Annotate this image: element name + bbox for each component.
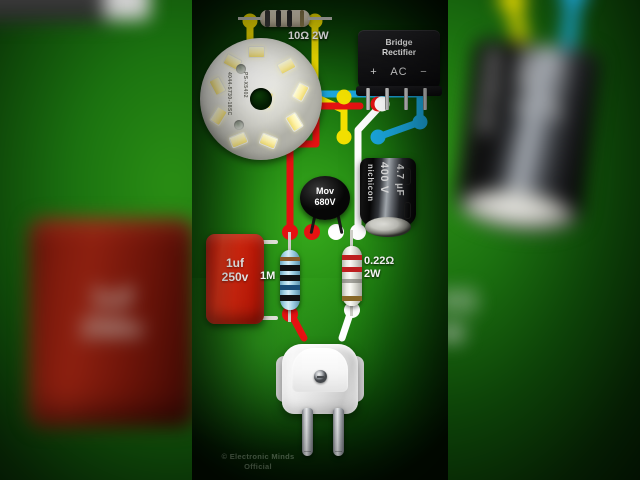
- right-panel-resistor-label: 2Ω W: [448, 285, 478, 350]
- terminal-yellow-bridge-plus: [336, 89, 352, 105]
- left-panel-capacitor-label: 1uf 250v: [80, 282, 144, 343]
- led-board[interactable]: 4044-5730-18SC PS-X5402: [200, 38, 322, 160]
- terminal-yellow-cap-plus: [336, 129, 352, 145]
- right-panel-electrolytic-capacitor: nichicon 400 V 4.7 µF: [453, 36, 603, 239]
- watermark-line-1: © Electronic Minds: [221, 452, 295, 461]
- resistor-1m[interactable]: [280, 250, 300, 310]
- wire-white-top: [354, 100, 386, 234]
- band-4: [342, 296, 362, 301]
- left-blurred-panel: 1uf 250v: [0, 0, 192, 480]
- right-panel-cap-voltage: 400 V: [507, 49, 540, 115]
- terminal-white-node-right: [350, 224, 366, 240]
- resistor-022-lead-bottom: [350, 300, 353, 316]
- resistor-1m-lead-top: [288, 232, 291, 256]
- wire-red-top: [286, 102, 364, 234]
- band-3: [342, 279, 362, 283]
- resistor-0-22-ohm[interactable]: [342, 246, 362, 306]
- led-1: [248, 46, 265, 58]
- left-panel-blur-layer: 1uf 250v: [0, 0, 192, 480]
- electrolytic-dent-1: [404, 168, 411, 185]
- resistor-022-lead-top: [350, 230, 353, 250]
- bridge-rectifier-name: Bridge Rectifier: [381, 37, 416, 57]
- right-panel-cap-brand: nichicon: [474, 48, 506, 137]
- electrolytic-capacitor[interactable]: nichicon 400 V 4.7 µF: [360, 158, 416, 237]
- resistor-1m-label: 1M: [260, 270, 276, 282]
- left-panel-top-object-2: [104, 0, 150, 20]
- band-1: [265, 10, 270, 27]
- left-panel-top-object: [0, 0, 120, 22]
- ac-mains-plug[interactable]: [276, 344, 364, 456]
- bridge-pin-3: [404, 88, 408, 110]
- band-2: [342, 267, 362, 272]
- resistor-10-ohm[interactable]: [238, 10, 332, 27]
- band-1: [280, 257, 300, 261]
- mov-label: Mov 680V: [314, 186, 336, 207]
- plug-screw[interactable]: [314, 370, 327, 383]
- terminal-blue-cap-minus: [370, 129, 386, 145]
- film-capacitor[interactable]: 1uf 250v: [206, 234, 264, 324]
- mounting-hole-1: [236, 64, 246, 74]
- band-3: [287, 10, 292, 27]
- right-panel-cap-capacitance: 4.7 µF: [540, 57, 571, 124]
- band-2: [280, 265, 300, 271]
- electrolytic-bottom: [365, 217, 411, 237]
- right-panel-cap-bottom: [458, 184, 579, 239]
- terminal-blue-bridge-minus: [412, 114, 428, 130]
- electrolytic-dent-2: [404, 202, 411, 219]
- band-5: [280, 295, 300, 301]
- watermark: © Electronic Minds Official: [198, 452, 318, 472]
- center-circuit-panel: 4044-5730-18SC PS-X5402 10Ω 2W Bridge Re…: [192, 0, 448, 480]
- plug-pin-left: [302, 408, 313, 456]
- band-2: [276, 10, 281, 27]
- band-4: [280, 285, 300, 290]
- band-3: [280, 275, 300, 281]
- electrolytic-voltage: 400 V: [378, 162, 390, 194]
- center-vignette: [192, 0, 448, 480]
- bridge-rectifier-base: [356, 86, 442, 96]
- pcb-text-left: 4044-5730-18SC: [226, 72, 232, 116]
- resistor-0-22-ohm-label: 0.22Ω 2W: [364, 255, 395, 280]
- bridge-rectifier[interactable]: Bridge Rectifier + AC −: [356, 30, 442, 96]
- watermark-line-2: Official: [244, 462, 272, 471]
- mounting-hole-2: [234, 120, 244, 130]
- resistor-10-ohm-label: 10Ω 2W: [288, 30, 329, 42]
- left-panel-film-capacitor: 1uf 250v: [28, 218, 192, 428]
- bridge-rectifier-polarity: + AC −: [370, 66, 428, 78]
- resistor-1m-lead-bottom: [288, 304, 291, 322]
- pcb-text-right: PS-X5402: [242, 72, 248, 98]
- bridge-pin-1: [366, 88, 370, 110]
- bridge-pin-2: [385, 88, 389, 110]
- plug-pin-right: [333, 408, 344, 456]
- mov-varistor[interactable]: Mov 680V: [300, 176, 350, 220]
- electrolytic-capacitance: 4.7 µF: [394, 164, 405, 197]
- right-blurred-panel: nichicon 400 V 4.7 µF 2Ω W: [448, 0, 640, 480]
- band-1: [342, 255, 362, 260]
- band-4: [300, 10, 304, 27]
- right-panel-blur-layer: nichicon 400 V 4.7 µF 2Ω W: [448, 0, 640, 480]
- electrolytic-brand: nichicon: [366, 164, 375, 202]
- center-hole: [250, 88, 272, 110]
- bridge-pin-4: [423, 88, 427, 110]
- film-capacitor-label: 1uf 250v: [221, 256, 249, 284]
